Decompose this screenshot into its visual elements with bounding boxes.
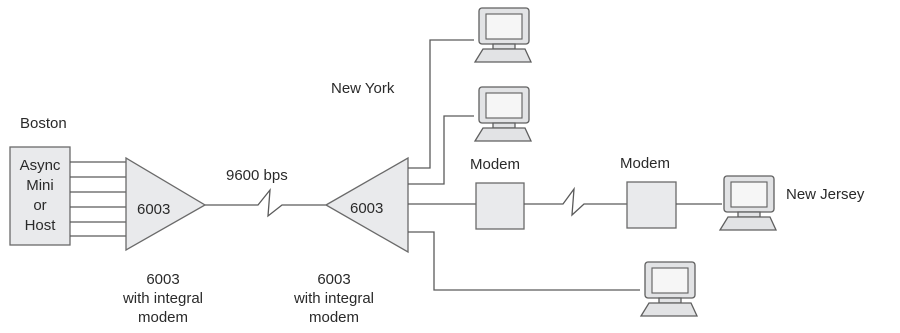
mux-right-outputs	[408, 39, 640, 291]
host-label-line: Mini	[26, 177, 54, 194]
modem-left-label: Modem	[470, 156, 521, 173]
label-new-jersey: New Jersey	[786, 186, 865, 203]
link-9600	[205, 187, 326, 218]
label-boston: Boston	[20, 115, 67, 132]
terminal-icon	[719, 175, 777, 231]
modem-right-label: Modem	[620, 155, 671, 172]
terminal-icon	[640, 261, 698, 317]
caption-left: 6003 with integral modem	[105, 270, 221, 327]
modem-link	[524, 186, 627, 217]
host-box	[9, 146, 71, 246]
host-mux-lines	[70, 161, 126, 237]
link-speed-label: 9600 bps	[226, 167, 288, 184]
modem-right-box	[626, 181, 677, 229]
label-new-york: New York	[331, 80, 395, 97]
mux-left-label: 6003	[137, 201, 171, 218]
caption-line: with integral	[293, 290, 375, 307]
mux-right-triangle	[324, 156, 409, 254]
host-label-line: Async	[19, 157, 61, 174]
caption-right: 6003 with integral modem	[276, 270, 392, 327]
host-label: Async Mini or Host	[10, 156, 70, 236]
host-label-line: or	[33, 197, 47, 214]
host-label-line: Host	[24, 217, 56, 234]
terminal-icon	[474, 86, 532, 142]
caption-line: 6003	[146, 271, 180, 288]
mux-left-triangle	[125, 156, 207, 252]
caption-line: 6003	[317, 271, 351, 288]
terminal-icon	[474, 7, 532, 63]
modem-left-box	[475, 182, 525, 230]
caption-line: with integral	[122, 290, 204, 307]
mux-right-label: 6003	[350, 200, 384, 217]
caption-line: modem	[137, 309, 189, 326]
caption-line: modem	[308, 309, 360, 326]
